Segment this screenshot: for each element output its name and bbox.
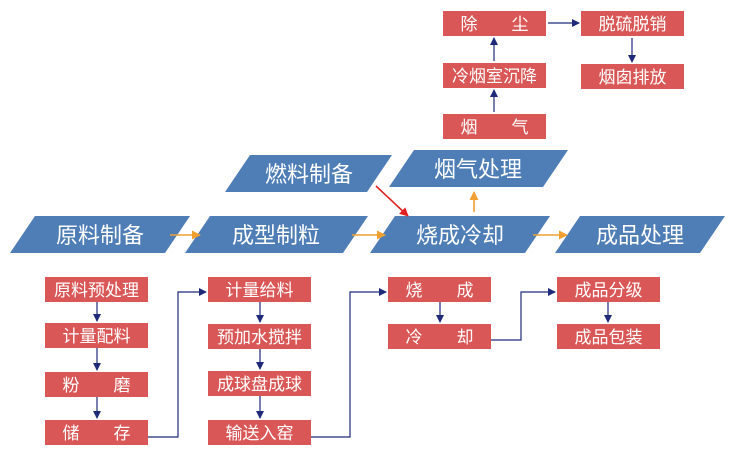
stage-raw-label: 原料制备 xyxy=(56,224,144,249)
raw-step-storage: 储 存 xyxy=(45,420,148,445)
forming-step-kiln-feed: 输送入窑 xyxy=(208,420,311,445)
gas-step-dedusting: 除 尘 xyxy=(443,11,546,36)
raw-step-grinding: 粉 磨 xyxy=(45,372,148,397)
svg-text:除 尘: 除 尘 xyxy=(461,15,529,35)
raw-step-pretreatment: 原料预处理 xyxy=(45,277,148,302)
stage-fuel: 燃料制备 xyxy=(225,155,392,192)
firing-step-cooling: 冷 却 xyxy=(388,324,491,349)
svg-text:粉 磨: 粉 磨 xyxy=(63,376,131,396)
svg-text:烟囱排放: 烟囱排放 xyxy=(599,68,667,88)
stage-forming: 成型制粒 xyxy=(185,216,368,253)
stage-firing-label: 烧成冷却 xyxy=(416,224,504,249)
stage-fuel-label: 燃料制备 xyxy=(265,163,353,188)
forming-step-feeding: 计量给料 xyxy=(208,277,311,302)
forming-step-mixing: 预加水搅拌 xyxy=(208,324,311,349)
forming-step-pelletizing: 成球盘成球 xyxy=(208,371,311,396)
connector-cooling-to-grading xyxy=(491,288,556,341)
stage-product-label: 成品处理 xyxy=(596,224,684,249)
svg-text:储 存: 储 存 xyxy=(63,424,131,444)
stage-firing: 烧成冷却 xyxy=(370,216,550,253)
svg-text:脱硫脱销: 脱硫脱销 xyxy=(599,15,667,35)
stage-gas: 烟气处理 xyxy=(389,150,568,187)
stage-forming-label: 成型制粒 xyxy=(232,224,320,249)
svg-text:成球盘成球: 成球盘成球 xyxy=(217,375,302,395)
svg-text:冷烟室沉降: 冷烟室沉降 xyxy=(452,67,537,87)
gas-step-settling: 冷烟室沉降 xyxy=(443,63,546,88)
arrow-fuel-to-firing xyxy=(375,185,409,217)
firing-step-burning: 烧 成 xyxy=(388,277,491,302)
product-step-grading: 成品分级 xyxy=(557,277,660,302)
gas-step-flue-gas: 烟 气 xyxy=(443,114,546,139)
svg-text:成品分级: 成品分级 xyxy=(575,281,643,301)
svg-text:预加水搅拌: 预加水搅拌 xyxy=(217,328,302,348)
connector-kiln-feed-to-burning xyxy=(311,288,387,438)
svg-text:计量给料: 计量给料 xyxy=(226,281,294,301)
svg-text:成品包装: 成品包装 xyxy=(575,328,643,348)
stage-product: 成品处理 xyxy=(555,216,725,253)
svg-text:输送入窑: 输送入窑 xyxy=(226,424,294,444)
raw-step-batching: 计量配料 xyxy=(45,323,148,348)
stage-gas-label: 烟气处理 xyxy=(434,158,522,183)
svg-text:计量配料: 计量配料 xyxy=(63,327,131,347)
connector-storage-to-feeding xyxy=(148,288,207,438)
stage-raw-material: 原料制备 xyxy=(10,216,190,253)
svg-text:烧 成: 烧 成 xyxy=(406,281,474,301)
svg-text:原料预处理: 原料预处理 xyxy=(54,281,139,301)
gas-step-desulfurization: 脱硫脱销 xyxy=(581,11,684,36)
product-step-packaging: 成品包装 xyxy=(557,324,660,349)
gas-step-chimney: 烟囱排放 xyxy=(581,64,684,89)
svg-text:冷 却: 冷 却 xyxy=(406,328,474,348)
svg-text:烟 气: 烟 气 xyxy=(461,118,529,138)
